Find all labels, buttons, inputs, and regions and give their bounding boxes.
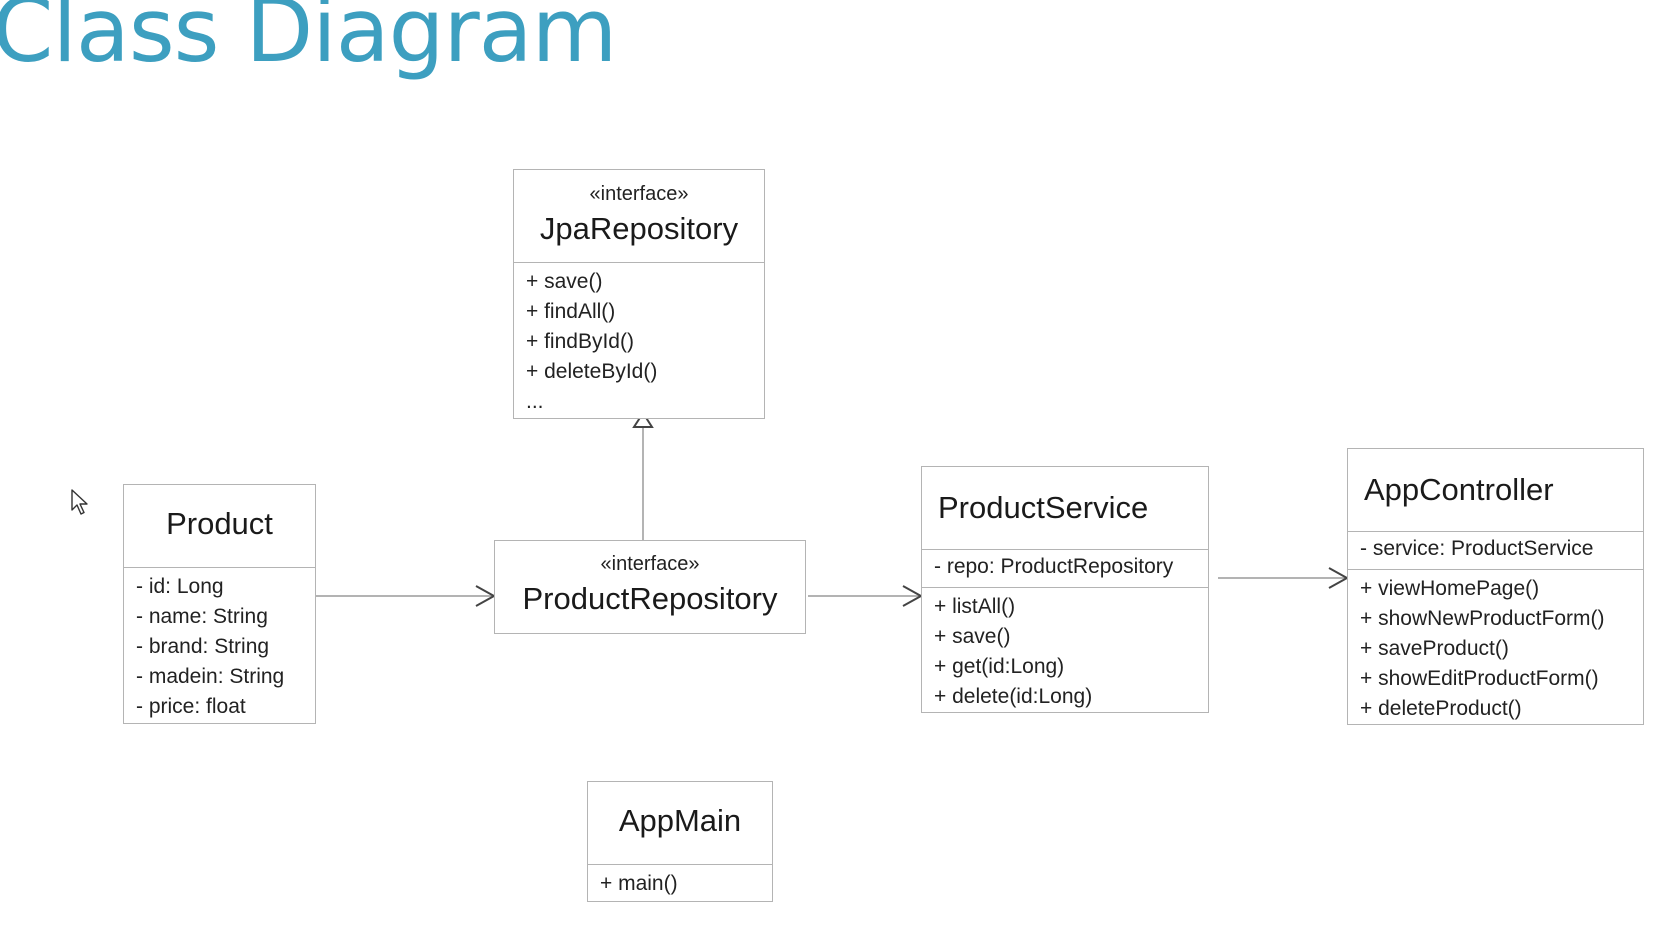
method-line: + viewHomePage() xyxy=(1360,577,1540,600)
stereotype-label: «interface» xyxy=(600,553,700,575)
method-line: + main() xyxy=(600,872,678,895)
class-header: «interface» ProductRepository xyxy=(495,541,805,633)
class-name: ProductRepository xyxy=(522,581,778,616)
attributes-section: - service: ProductService xyxy=(1348,532,1643,570)
methods-section: + main() xyxy=(588,865,772,899)
attribute-line: - price: float xyxy=(136,695,246,718)
method-line: + findAll() xyxy=(526,300,616,323)
method-line: + showEditProductForm() xyxy=(1360,667,1599,690)
class-header: Product xyxy=(124,485,315,568)
method-line: + deleteById() xyxy=(526,360,658,383)
method-line: + save() xyxy=(934,625,1011,648)
method-line: + listAll() xyxy=(934,595,1016,618)
stereotype-label: «interface» xyxy=(589,183,689,205)
method-line: + get(id:Long) xyxy=(934,655,1065,678)
attribute-line: - repo: ProductRepository xyxy=(934,555,1174,578)
mouse-pointer-icon xyxy=(71,489,88,515)
methods-section: + listAll() + save() + get(id:Long) + delet… xyxy=(922,588,1208,712)
class-name: JpaRepository xyxy=(539,211,739,246)
class-product[interactable]: Product - id: Long - name: String - brand:… xyxy=(123,484,316,724)
method-line: + deleteProduct() xyxy=(1360,697,1522,720)
method-line: + saveProduct() xyxy=(1360,637,1509,660)
class-name: AppMain xyxy=(618,803,742,838)
hollow-triangle-arrowhead-jpa xyxy=(632,411,654,428)
class-name: ProductService xyxy=(938,490,1149,525)
attribute-line: - brand: String xyxy=(136,635,270,658)
class-jparepository[interactable]: «interface» JpaRepository + save() + find… xyxy=(513,169,765,419)
attributes-section: - repo: ProductRepository xyxy=(922,550,1208,588)
class-productservice[interactable]: ProductService - repo: ProductRepository… xyxy=(921,466,1209,713)
method-line: + save() xyxy=(526,270,603,293)
class-name: Product xyxy=(166,506,273,541)
method-line: + showNewProductForm() xyxy=(1360,607,1605,630)
class-header: «interface» JpaRepository xyxy=(514,170,764,263)
class-header: AppMain xyxy=(588,782,772,865)
method-line: + delete(id:Long) xyxy=(934,685,1093,708)
attribute-line: - service: ProductService xyxy=(1360,537,1594,560)
class-productrepository[interactable]: «interface» ProductRepository xyxy=(494,540,806,634)
method-line: ... xyxy=(526,390,544,413)
attribute-line: - name: String xyxy=(136,605,268,628)
methods-section: + save() + findAll() + findById() + deleteB… xyxy=(514,263,764,417)
attribute-line: - madein: String xyxy=(136,665,285,688)
method-line: + findById() xyxy=(526,330,634,353)
attribute-line: - id: Long xyxy=(136,575,224,598)
page-title: Class Diagram xyxy=(0,0,617,82)
class-name: AppController xyxy=(1364,472,1554,507)
class-appcontroller[interactable]: AppController - service: ProductService … xyxy=(1347,448,1644,725)
class-header: ProductService xyxy=(922,467,1208,550)
methods-section: + viewHomePage() + showNewProductForm() + … xyxy=(1348,570,1643,724)
class-header: AppController xyxy=(1348,449,1643,532)
class-appmain[interactable]: AppMain + main() xyxy=(587,781,773,902)
attributes-section: - id: Long - name: String - brand: String -… xyxy=(124,568,315,722)
